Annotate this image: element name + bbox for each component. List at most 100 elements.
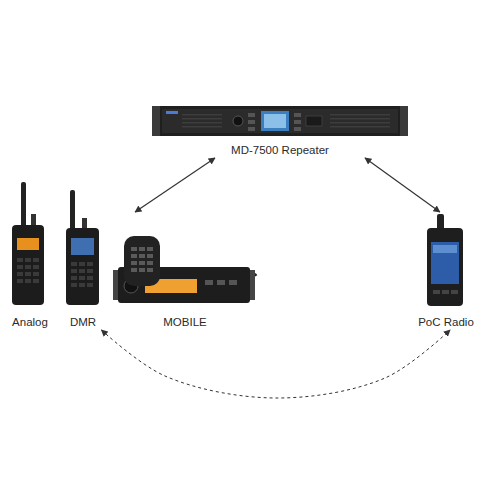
vent-slot [182,114,222,116]
key [87,269,93,273]
key [17,272,23,276]
device-node: DMR [60,185,106,330]
panel-button [248,113,255,117]
poc-body [427,228,463,306]
key [33,265,39,269]
device-label: MOBILE [110,314,260,330]
front-panel [162,109,398,133]
mobile-button [229,280,237,285]
vent-slot [182,126,222,128]
antenna [21,182,26,228]
key [33,258,39,262]
signal-link [135,158,215,212]
device-node: PoC Radio [412,212,480,330]
signal-link [101,330,450,398]
key [71,276,77,280]
key [17,265,23,269]
repeater-screen [261,111,289,131]
repeater-illustration [152,106,408,136]
radio-keypad [71,262,93,287]
panel-button [248,127,255,131]
panel-port [306,116,322,126]
microphone-keypad [131,247,153,272]
key [139,268,145,272]
key [17,279,23,283]
key [147,261,153,265]
key [17,258,23,262]
poc-radio-illustration [427,214,463,306]
antenna [437,214,444,230]
mobile-button [205,280,213,285]
radio-display [17,238,39,250]
key [139,261,145,265]
panel-button [294,120,301,124]
key [147,254,153,258]
vent-slots [182,114,390,128]
repeater-chassis [152,106,408,136]
device-label: PoC Radio [412,314,480,330]
vent-slot [330,122,390,124]
key [33,272,39,276]
key [33,279,39,283]
poc-button [442,290,449,294]
key [87,262,93,266]
poc-button [451,290,458,294]
key [87,283,93,287]
hand-microphone [124,236,160,286]
mobile-radio-illustration [113,236,256,303]
vent-slot [330,114,390,116]
key [147,247,153,251]
vent-slot [182,122,222,124]
poc-screen-bar [433,245,457,253]
device-label: DMR [60,314,106,330]
device-node: MOBILE [110,212,260,330]
rack-ear [152,106,160,136]
key [71,262,77,266]
key [79,276,85,280]
radio-body [12,225,44,305]
key [25,265,31,269]
panel-button [248,120,255,124]
logo-mark [166,111,178,114]
dmr-radio-illustration [66,190,99,305]
key [71,283,77,287]
radio-knob [82,218,87,229]
key [25,272,31,276]
repeater-screen-glow [264,114,286,128]
analog-radio-illustration [12,182,44,305]
vent-slot [330,118,390,120]
mobile-button [217,280,225,285]
key [131,261,137,265]
rack-ear [400,106,408,136]
radio-keypad [17,258,39,283]
device-node: MD-7500 Repeater [150,100,410,158]
key [79,269,85,273]
key [147,268,153,272]
radio-knob [31,214,36,226]
key [131,247,137,251]
key [79,262,85,266]
vent-slot [182,118,222,120]
radio-body [66,228,99,305]
radio-display [71,238,94,255]
control-knob [233,116,243,126]
antenna [70,190,75,230]
key [25,258,31,262]
key [79,283,85,287]
poc-screen [431,242,459,284]
key [139,247,145,251]
key [25,279,31,283]
panel-button [294,113,301,117]
device-node: Analog [5,175,55,330]
key [87,276,93,280]
key [71,269,77,273]
panel-button [294,127,301,131]
signal-link [365,158,440,212]
device-label: MD-7500 Repeater [150,142,410,158]
device-label: Analog [5,314,55,330]
poc-button [433,290,440,294]
